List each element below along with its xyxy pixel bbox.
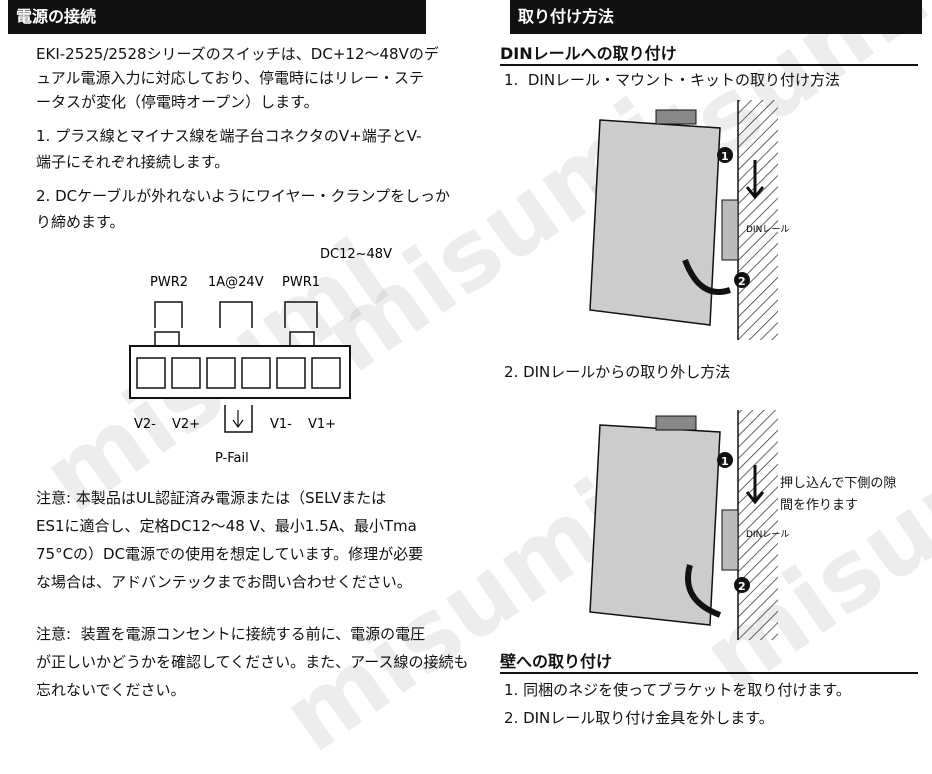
step-number: 1 xyxy=(721,455,729,468)
din-mount-illustration: 1 DINレール 2 xyxy=(589,100,789,340)
arrow-down-icon xyxy=(745,160,765,200)
curved-arrow-icon xyxy=(685,564,722,618)
section-header-power: 電源の接続 xyxy=(8,0,426,34)
v2-minus-label: V2- xyxy=(134,417,156,432)
curved-arrow-icon xyxy=(682,258,731,295)
step2-line: り締めます。 xyxy=(36,213,125,231)
step-number: 1 xyxy=(721,150,729,163)
din-rail-label: DINレール xyxy=(746,225,789,235)
wall-step2: 2. DINレール取り付け金具を外します。 xyxy=(504,709,774,727)
note2-line: 忘れないでください。 xyxy=(36,681,186,699)
wall-mount-title: 壁への取り付け xyxy=(500,648,918,674)
terminal-block-diagram: DC12~48V PWR2 1A@24V PWR1 V2- V2+ V1- V1… xyxy=(129,247,392,466)
p-fail-label: P-Fail xyxy=(215,451,249,466)
din-step2: 2. DINレールからの取り外し方法 xyxy=(504,363,731,381)
intro-line: ータスが変化（停電時オープン）します。 xyxy=(36,93,319,111)
din-rail-title: DINレールへの取り付け xyxy=(500,40,918,66)
pwr2-label: PWR2 xyxy=(150,275,188,290)
intro-line: ュアル電源入力に対応しており、停電時にはリレー・ステ xyxy=(36,69,425,87)
push-note-line: 間を作ります xyxy=(780,498,859,513)
pwr1-label: PWR1 xyxy=(282,275,320,290)
note1-line: 75°Cの）DC電源での使用を想定しています。修理が必要 xyxy=(36,545,424,563)
note1-line: 注意: 本製品はUL認証済み電源または（SELVまたは xyxy=(36,489,387,507)
note2-line: が正しいかどうかを確認してください。また、アース線の接続も xyxy=(36,653,469,671)
step2-line: 2. DCケーブルが外れないようにワイヤー・クランプをしっか xyxy=(36,187,451,205)
din-removal-illustration: 1 DINレール 2 xyxy=(589,410,789,640)
dc-voltage-label: DC12~48V xyxy=(320,247,392,262)
step1-line: 1. プラス線とマイナス線を端子台コネクタのV+端子とV- xyxy=(36,127,422,145)
wall-step1: 1. 同梱のネジを使ってブラケットを取り付けます。 xyxy=(504,681,851,699)
step-number: 2 xyxy=(738,580,746,593)
step-number: 2 xyxy=(738,275,746,288)
current-label: 1A@24V xyxy=(208,275,264,290)
din-rail-label: DINレール xyxy=(746,530,789,540)
step-1-icon xyxy=(717,147,733,163)
intro-line: EKI-2525/2528シリーズのスイッチは、DC+12～48Vのデ xyxy=(36,45,439,63)
note1-line: な場合は、アドバンテックまでお問い合わせください。 xyxy=(36,573,412,591)
step1-line: 端子にそれぞれ接続します。 xyxy=(36,153,230,171)
v1-minus-label: V1- xyxy=(270,417,292,432)
v1-plus-label: V1+ xyxy=(308,417,336,432)
section-header-mounting: 取り付け方法 xyxy=(510,0,922,34)
v2-plus-label: V2+ xyxy=(172,417,200,432)
push-note-line: 押し込んで下側の隙 xyxy=(780,476,897,491)
din-step1: 1. DINレール・マウント・キットの取り付け方法 xyxy=(504,71,841,89)
arrow-down-icon xyxy=(745,465,765,505)
note2-line: 注意: 装置を電源コンセントに接続する前に、電源の電圧 xyxy=(36,625,426,643)
note1-line: ES1に適合し、定格DC12～48 V、最小1.5A、最小Tma xyxy=(36,517,417,535)
